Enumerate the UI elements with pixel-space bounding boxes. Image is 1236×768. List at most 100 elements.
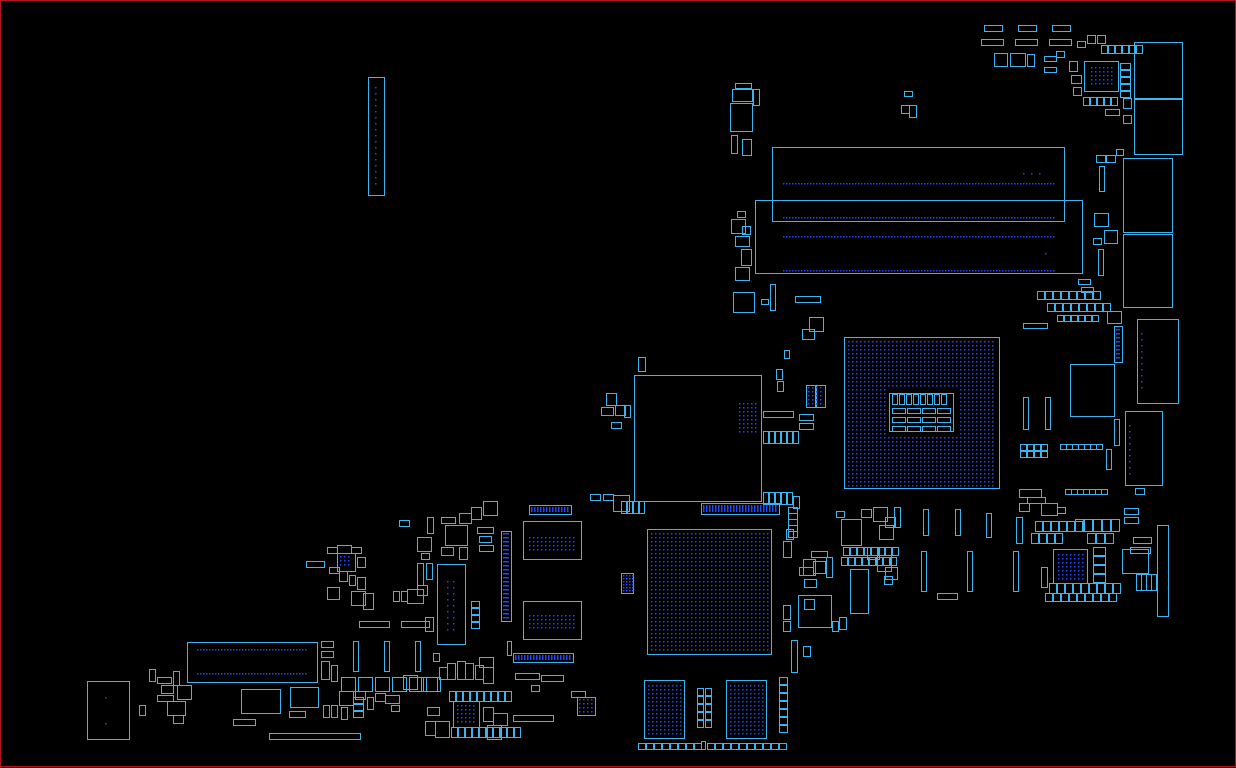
memory-ball [676, 689, 678, 691]
slot-pin [786, 270, 788, 272]
bga-ball [976, 381, 978, 383]
bga-ball [964, 365, 966, 367]
bga-ball [912, 461, 914, 463]
slot-pin [798, 270, 800, 272]
passive-component [1090, 97, 1097, 106]
bga-ball [763, 605, 765, 607]
bga-ball [876, 405, 878, 407]
passive-component [909, 105, 917, 118]
capacitor [435, 721, 450, 738]
pch-pad [751, 423, 753, 425]
connector-pin [816, 403, 818, 405]
passive-component [1129, 45, 1136, 54]
bga-ball [675, 545, 677, 547]
bga-ball [980, 457, 982, 459]
bga-ball [767, 553, 769, 555]
passive-component [457, 661, 466, 680]
slot-pin [867, 270, 869, 272]
bga-ball [936, 373, 938, 375]
slot-pin [843, 236, 845, 238]
memory-ball [573, 623, 575, 625]
bga-ball [888, 345, 890, 347]
die-capacitor [937, 417, 951, 423]
passive-component [1027, 54, 1035, 67]
bga-ball [968, 413, 970, 415]
bga-ball [952, 345, 954, 347]
ic-pin [566, 655, 568, 660]
bga-ball [767, 609, 769, 611]
passive-component [1084, 519, 1093, 532]
slot-pin [1017, 183, 1019, 185]
bga-ball [655, 581, 657, 583]
bga-ball [703, 621, 705, 623]
bga-ball [719, 565, 721, 567]
capacitor [290, 687, 319, 708]
bga-ball [759, 609, 761, 611]
bga-ball [968, 397, 970, 399]
passive-component [367, 697, 374, 710]
passive-component [633, 501, 639, 514]
bga-ball [860, 389, 862, 391]
passive-component [804, 579, 817, 588]
bga-ball [703, 593, 705, 595]
bga-ball [884, 401, 886, 403]
bga-ball [755, 625, 757, 627]
inductor-pad [1129, 449, 1131, 451]
connector-pin [287, 649, 289, 651]
bga-ball [920, 357, 922, 359]
bga-ball [920, 369, 922, 371]
bga-ball [848, 425, 850, 427]
bga-ball [912, 373, 914, 375]
inductor-pad [105, 723, 107, 725]
slot-pin [942, 217, 944, 219]
memory-ball [529, 549, 531, 551]
inductor-pad [1129, 425, 1131, 427]
bga-ball [992, 341, 994, 343]
bga-ball [864, 373, 866, 375]
passive-component [621, 501, 627, 514]
passive-component [803, 559, 816, 576]
bga-ball [675, 601, 677, 603]
memory-ball [742, 709, 744, 711]
bga-ball [703, 605, 705, 607]
slot-pin [828, 270, 830, 272]
passive-component [353, 641, 359, 672]
bga-ball [972, 449, 974, 451]
passive-component [867, 547, 880, 560]
slot-pin [927, 183, 929, 185]
bga-ball [852, 413, 854, 415]
ic-pin [569, 655, 571, 660]
passive-component [571, 691, 586, 698]
connector-pin [233, 649, 235, 651]
bga-ball [763, 589, 765, 591]
slot-pin [1038, 236, 1040, 238]
bga-ball [860, 361, 862, 363]
slot-pin [876, 236, 878, 238]
bga-ball [960, 421, 962, 423]
ic-pin [730, 505, 732, 512]
bga-ball [916, 385, 918, 387]
memory-ball [672, 697, 674, 699]
ic-pin [736, 505, 738, 512]
connector-pin [587, 699, 589, 701]
memory-ball [672, 713, 674, 715]
capacitor [167, 701, 186, 716]
bga-ball [695, 621, 697, 623]
connector-pin [629, 587, 631, 589]
bga-ball [880, 465, 882, 467]
slot-pin [837, 217, 839, 219]
passive-component [1103, 303, 1111, 312]
bga-ball [976, 461, 978, 463]
passive-component [323, 705, 330, 718]
qfn-pad [1103, 83, 1105, 85]
bga-ball [856, 385, 858, 387]
bga-ball [952, 357, 954, 359]
bga-ball [735, 557, 737, 559]
memory-ball [762, 733, 764, 735]
memory-ball [549, 623, 551, 625]
bga-ball [743, 569, 745, 571]
bga-ball [723, 569, 725, 571]
bga-ball [992, 457, 994, 459]
bga-ball [872, 393, 874, 395]
